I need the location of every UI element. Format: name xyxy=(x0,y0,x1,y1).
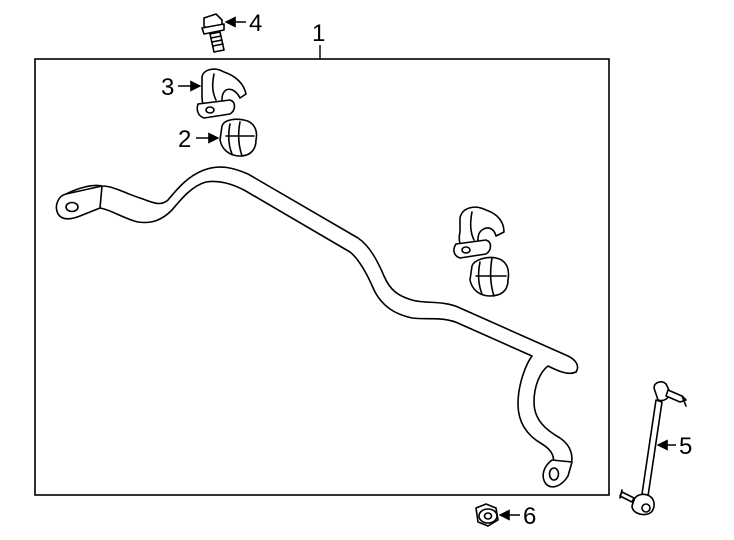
bolt-washer xyxy=(201,23,225,35)
bushing-bracket-right-edge xyxy=(469,211,475,241)
callout-3-label: 3 xyxy=(161,74,174,101)
bushing-bracket-hole xyxy=(205,106,215,114)
callout-6: 6 xyxy=(498,503,536,530)
bolt-thread-2 xyxy=(211,39,223,43)
stabilizer-link xyxy=(619,381,687,516)
stabilizer-link-lower-joint-cap xyxy=(641,503,651,513)
bushing-right-slit-1 xyxy=(477,261,483,295)
stabilizer-bar-right-hole xyxy=(548,467,560,481)
callout-4: 4 xyxy=(224,10,262,37)
bolt-thread-3 xyxy=(212,43,224,47)
callout-1-label: 1 xyxy=(312,20,325,47)
bolt-thread-1 xyxy=(210,35,222,39)
stabilizer-bar xyxy=(55,166,579,488)
callout-2-label: 2 xyxy=(178,126,191,153)
callout-3: 3 xyxy=(161,74,202,101)
bushing-bracket-right-flange xyxy=(453,239,492,259)
callout-2: 2 xyxy=(178,126,220,153)
stabilizer-link-lower-stud xyxy=(619,491,635,503)
assembly-frame xyxy=(34,58,610,496)
bushing-bracket-right-hole xyxy=(461,246,471,254)
stabilizer-bar-right-arm xyxy=(533,365,577,469)
bushing-bracket-right xyxy=(453,206,505,259)
bushing-bracket xyxy=(196,68,247,119)
stabilizer-bar-left-end xyxy=(55,185,103,220)
callout-1: 1 xyxy=(312,20,325,59)
bushing-bracket-flange xyxy=(196,99,236,119)
bushing-bracket-edge xyxy=(211,73,217,101)
stabilizer-bar-outline-bottom xyxy=(65,180,555,467)
nut xyxy=(475,503,499,527)
bolt xyxy=(201,13,225,53)
stabilizer-link-upper-stud xyxy=(665,389,687,403)
callout-5-label: 5 xyxy=(679,433,692,460)
stabilizer-link-upper-stud-tip xyxy=(681,395,687,407)
bushing-right-slit-2 xyxy=(489,257,495,297)
callout-6-label: 6 xyxy=(523,503,536,530)
bushing-slit-1 xyxy=(227,123,233,155)
stabilizer-bar-outline-top xyxy=(65,166,579,373)
bushing-slit-2 xyxy=(237,121,243,157)
bushing xyxy=(219,118,258,157)
bushing-right xyxy=(469,256,510,297)
stabilizer-link-rod xyxy=(641,399,663,497)
nut-hole xyxy=(483,512,493,520)
stabilizer-bar-left-hole xyxy=(65,201,79,213)
stabilizer-link-lower-stud-tip xyxy=(619,489,623,499)
callout-5: 5 xyxy=(656,433,692,460)
callout-4-label: 4 xyxy=(249,10,262,37)
